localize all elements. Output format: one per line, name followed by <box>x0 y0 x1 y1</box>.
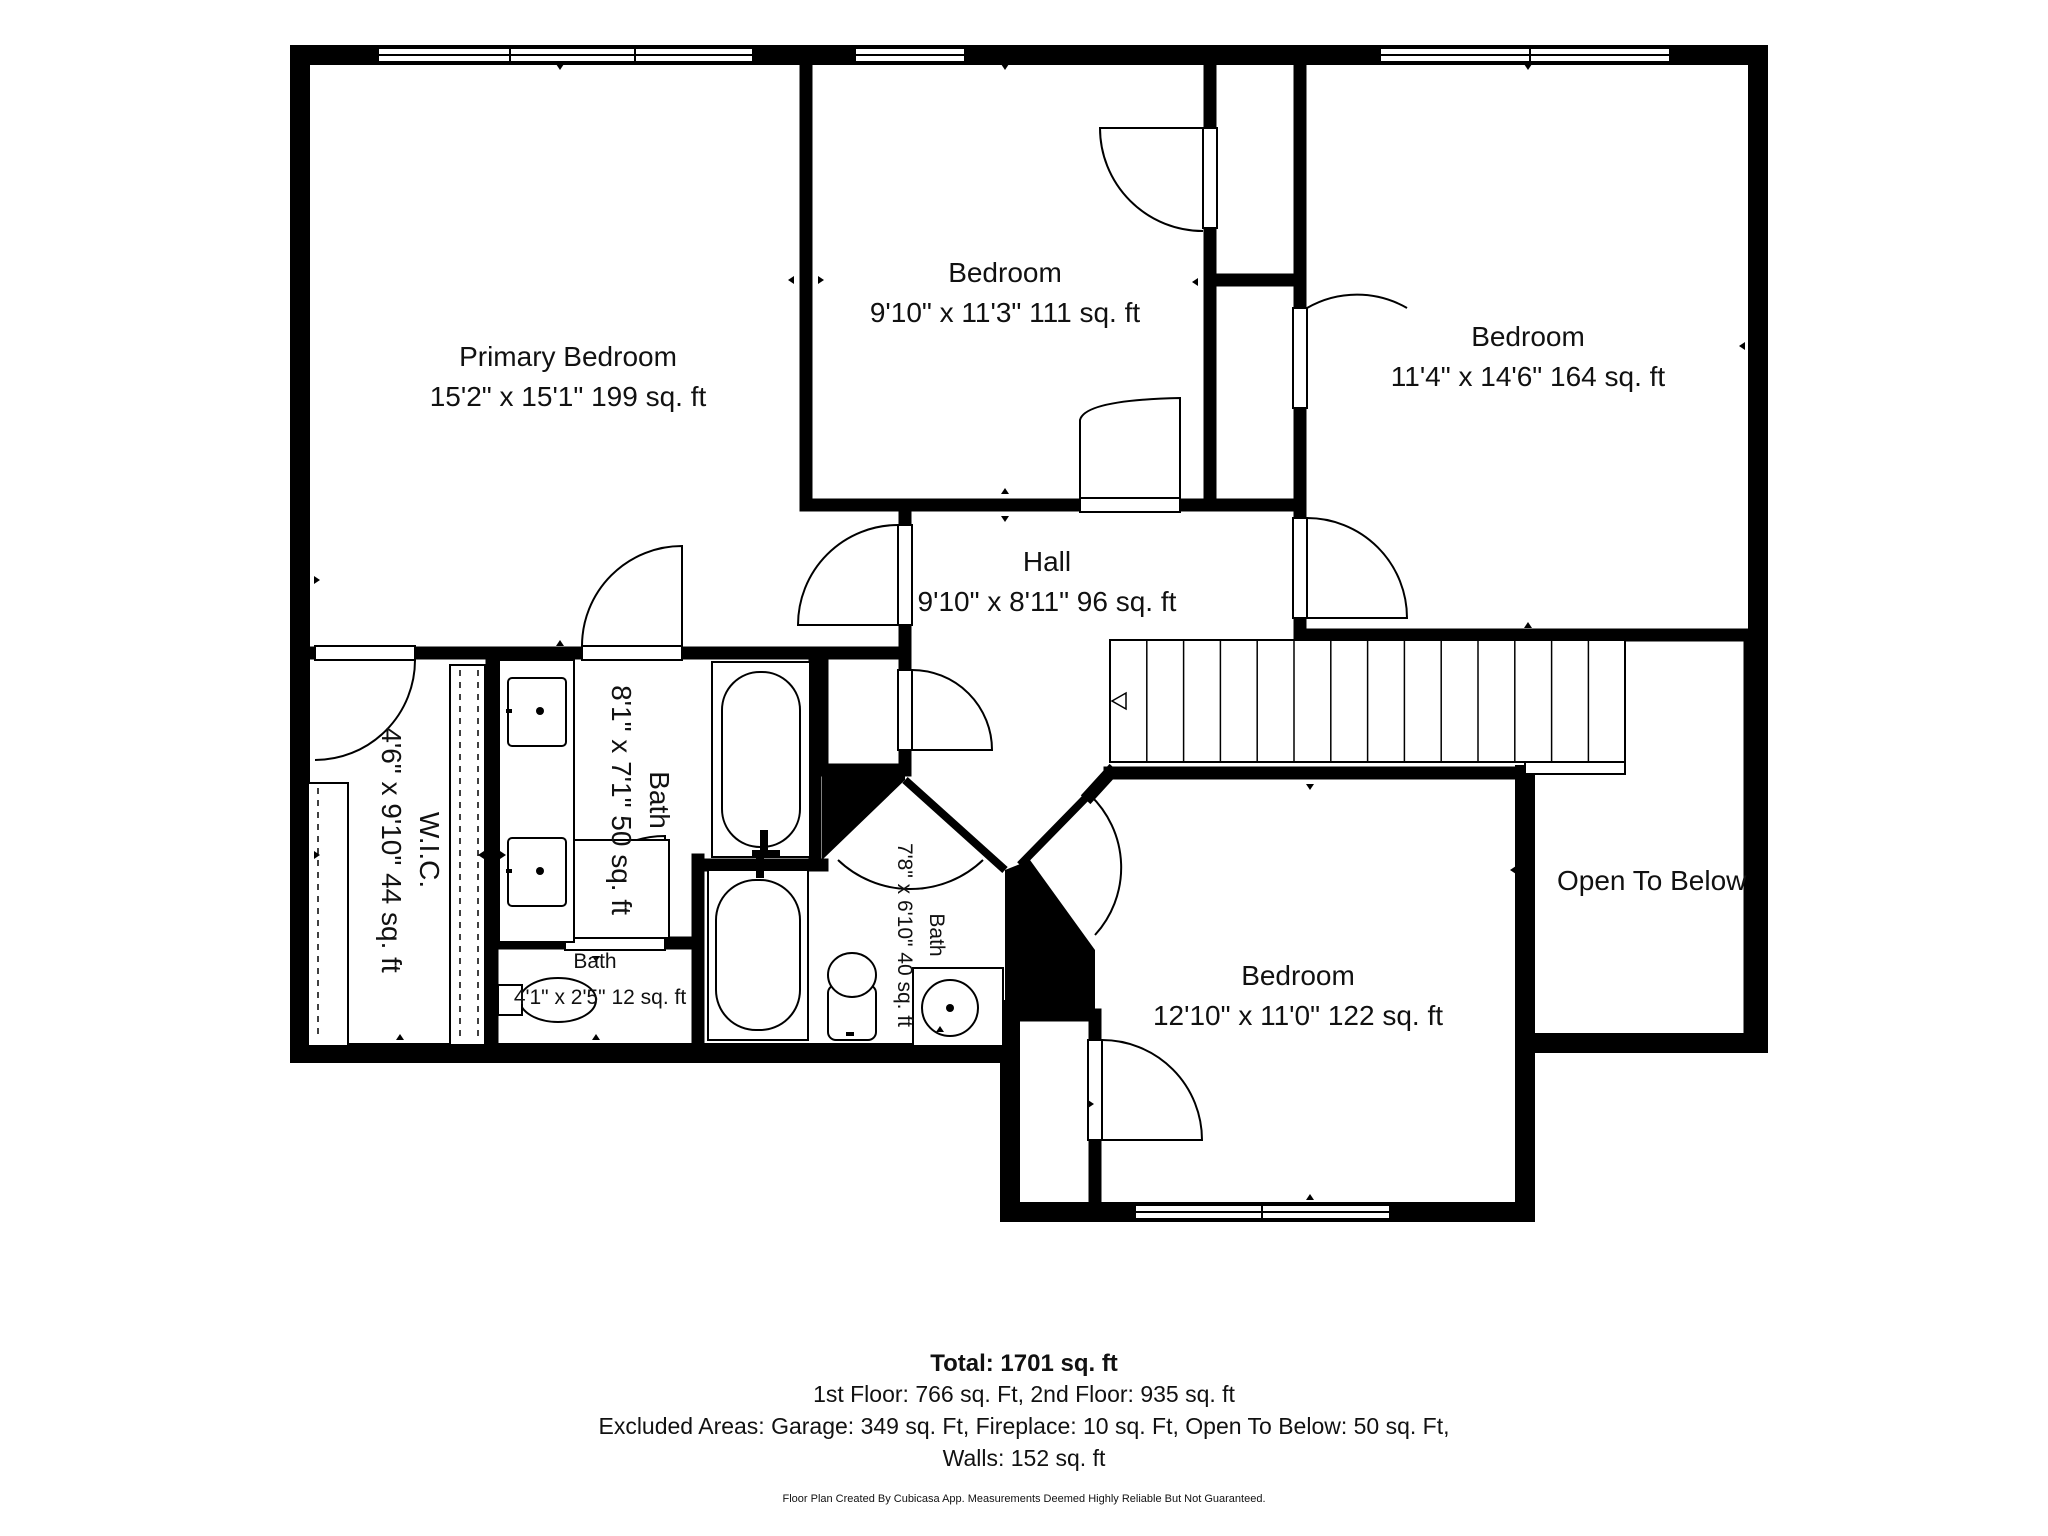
dimension-marker <box>1001 488 1009 494</box>
windows <box>377 47 1671 1220</box>
dimension-marker <box>1524 622 1532 628</box>
dimension-markers <box>314 64 1745 1200</box>
dimension-marker <box>694 1006 700 1014</box>
hall-name: Hall <box>1023 546 1071 577</box>
fixture-details <box>506 707 954 1036</box>
summary-walls: Walls: 152 sq. ft <box>942 1445 1106 1471</box>
dimension-marker <box>556 640 564 646</box>
bath-small-dims: 4'1" x 2'5" 12 sq. ft <box>514 986 687 1009</box>
dimension-marker <box>1001 64 1009 70</box>
bath-angled-dims: 7'8" x 6'10" 40 sq. ft <box>893 843 916 1027</box>
bedroom-top-dims: 9'10" x 11'3" 111 sq. ft <box>870 297 1141 328</box>
bedroom-top-name: Bedroom <box>948 257 1062 288</box>
chase-wedge-1 <box>822 770 905 860</box>
bedroom-bottom-dims: 12'10" x 11'0" 122 sq. ft <box>1153 1000 1443 1031</box>
dimension-marker <box>592 1034 600 1040</box>
dimension-marker <box>936 1026 944 1032</box>
room-labels: Primary Bedroom 15'2" x 15'1" 199 sq. ft… <box>376 257 1747 1031</box>
stair-arrow-icon <box>1110 691 1127 711</box>
summary-floors: 1st Floor: 766 sq. Ft, 2nd Floor: 935 sq… <box>813 1381 1235 1407</box>
dimension-marker <box>556 64 564 70</box>
dimension-marker <box>1306 1194 1314 1200</box>
dimension-marker <box>478 851 484 859</box>
dimension-marker <box>1510 866 1516 874</box>
wic-dims: 4'6" x 9'10" 44 sq. ft <box>376 727 407 973</box>
dimension-marker <box>314 576 320 584</box>
open-to-below-label: Open To Below <box>1557 865 1747 896</box>
dimension-marker <box>1306 784 1314 790</box>
primary-bedroom-dims: 15'2" x 15'1" 199 sq. ft <box>430 381 707 412</box>
wic-name: W.I.C. <box>414 812 445 888</box>
bath-small-name: Bath <box>573 950 616 973</box>
fixtures <box>307 659 1004 1047</box>
bath-angled-name: Bath <box>925 913 948 956</box>
stair-treads <box>1146 640 1590 762</box>
dimension-marker <box>818 276 824 284</box>
dimension-marker <box>1088 1100 1094 1108</box>
bedroom-bottom-name: Bedroom <box>1241 960 1355 991</box>
credit-note: Floor Plan Created By Cubicasa App. Meas… <box>782 1493 1266 1505</box>
dimension-marker <box>788 276 794 284</box>
hall-dims: 9'10" x 8'11" 96 sq. ft <box>918 586 1177 617</box>
chase-wedge-2 <box>1005 860 1095 1015</box>
bedroom-right-name: Bedroom <box>1471 321 1585 352</box>
angled-walls <box>902 770 1113 873</box>
summary-total: Total: 1701 sq. ft <box>930 1350 1118 1377</box>
floor-plan: Primary Bedroom 15'2" x 15'1" 199 sq. ft… <box>290 45 1768 1222</box>
primary-bedroom-name: Primary Bedroom <box>459 341 677 372</box>
dimension-marker <box>1739 342 1745 350</box>
dimension-marker <box>314 851 320 859</box>
dimension-marker <box>1001 516 1009 522</box>
dimension-marker <box>1192 278 1198 286</box>
bath-main-dims: 8'1" x 7'1" 50 sq. ft <box>606 685 637 915</box>
dimension-marker <box>500 851 506 859</box>
dimension-marker <box>1524 64 1532 70</box>
bath-main-name: Bath <box>644 771 675 829</box>
dimension-marker <box>396 1034 404 1040</box>
dimension-marker <box>592 956 600 962</box>
bedroom-right-dims: 11'4" x 14'6" 164 sq. ft <box>1391 361 1666 392</box>
summary-excluded: Excluded Areas: Garage: 349 sq. Ft, Fire… <box>598 1413 1450 1439</box>
